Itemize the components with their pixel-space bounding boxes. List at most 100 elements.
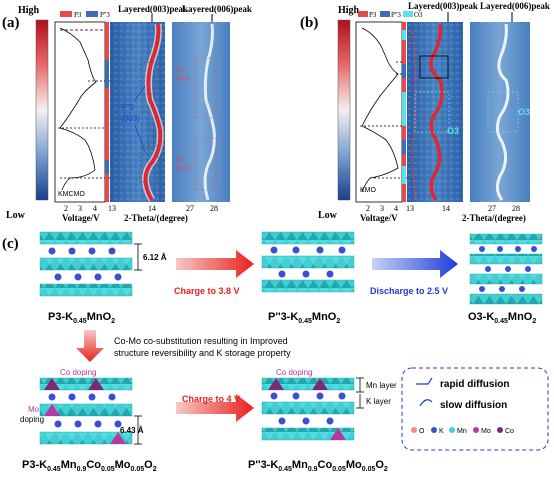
voltage-curve [59,27,97,191]
xrd-003-peak-trace-b [429,23,444,202]
voltage-tick-2: 2 [64,204,68,213]
crystal-doped-pp3 [261,377,355,441]
legend-pp3-b: P''3 [391,11,401,19]
arrow2-label: Discharge to 2.5 V [370,286,448,296]
down-arrow [76,330,104,362]
voltage-axis-label: Voltage/V [62,213,100,223]
theta-tick-13-b: 13 [406,204,414,213]
legend-pp3: P''3 [100,11,110,19]
highlight-box-2 [139,145,159,183]
charge-arrow-2 [176,394,254,422]
phase-stripe-pp3-2 [105,160,109,174]
color-scale-bar [35,19,49,201]
pp3-annot: P''3 [121,103,134,112]
charge-arrow-1 [176,250,254,278]
sample-kmo: KMO [360,187,377,194]
legend-p3-swatch [60,11,72,17]
panel-c: (c) 6.12 Å P3-K0.45MnO2 Charge to 3.8 V [2,231,549,473]
mn-layer-label: Mn layer [366,381,397,390]
o3-label-1: O3 [447,126,459,136]
k-atoms-p3 [48,247,122,281]
theta-tick-13: 13 [108,204,116,213]
legend-pp3-swatch-b [380,11,390,17]
scale-high-label-b: High [338,5,360,16]
p3-annot-1-hkl: (003) [176,76,190,82]
rapid-diffusion-icon [416,377,433,385]
highlight-box-b2 [414,91,450,133]
crystal-p3 [39,231,133,297]
legend-atom-k: K [439,428,444,435]
p3-annot-1: P'3 [176,68,185,74]
p3-annot-2: P'3 [176,158,185,164]
k-atom-icon [431,427,437,433]
sample-kmcmo: KMCMO [58,191,85,198]
mn-atom-icon [449,427,455,433]
highlight-box-b3 [487,91,519,133]
scale-high-label: High [18,5,40,16]
panel-c-label: (c) [2,236,19,252]
legend-atom-co: Co [505,428,514,435]
highlight-box-3 [195,57,217,119]
phase-stripe-pp3-1 [105,60,109,88]
legend-atom-o: O [419,428,425,435]
theta-tick-14-b: 14 [442,204,450,213]
peak-006-label: Layered(006)peak [182,4,252,14]
xrd-003-peak-trace [143,23,163,202]
doping-label: doping [20,415,44,424]
highlight-box-4 [195,137,217,191]
xrd-006-peak-trace [203,23,216,201]
cosub-line-1: Co-Mo co-substitution resulting in Impro… [114,336,288,346]
xrd-006-map [172,22,230,202]
k-atoms-doped-p3 [48,393,122,428]
legend-atom-mn: Mn [457,428,467,435]
mo-atom-icon [473,427,479,433]
struct4-formula: P3-K0.45Mn0.9Co0.05Mo0.05O2 [22,459,157,473]
discharge-arrow [372,250,458,278]
voltage-tick-3-b: 3 [380,204,384,213]
theta-axis-label: 2-Theta/(degree) [124,213,188,223]
pp3-annot-hkl: (003) [121,114,140,123]
xrd-006-peak-trace-b [495,23,510,201]
legend-pp3-swatch [86,11,98,17]
voltage-curve-b [361,27,399,193]
cosub-line-2: structure reversibility and K storage pr… [114,348,291,358]
legend-o3-b: O3 [414,11,423,19]
crystal-pp3 [261,231,355,293]
voltage-profile-box-b [355,21,403,203]
panel-b-label: (b) [300,15,318,31]
o3-label-2: O3 [518,107,530,117]
voltage-tick-4: 4 [93,204,97,213]
scale-low-label: Low [6,210,26,221]
struct3-formula: O3-K0.45MnO2 [468,311,536,325]
theta-axis-label-b: 2-Theta/(degree) [462,213,526,223]
struct2-formula: P''3-K0.45MnO2 [268,311,340,325]
arrow1-label: Charge to 3.8 V [174,286,240,296]
legend-p3-b: P3 [369,11,377,19]
legend-atom-mo: Mo [481,428,491,435]
theta-tick-28-b: 28 [512,204,520,213]
p3-annot-2-hkl: (003) [176,166,190,172]
spacing-bottom: 6.43 Å [120,426,144,435]
voltage-axis-label-b: Voltage/V [360,213,398,223]
panel-a: (a) High Low P3 P''3 Layered(003)peak La… [2,4,252,223]
annot-arrow-2 [134,124,146,153]
k-atoms-o3 [479,246,537,292]
voltage-tick-4-b: 4 [394,204,398,213]
voltage-tick-2-b: 2 [366,204,370,213]
crystal-o3 [469,233,543,305]
xrd-006-map-b [470,22,530,202]
struct1-formula: P3-K0.45MnO2 [48,311,115,325]
theta-tick-28: 28 [210,204,218,213]
co-atom-icon [497,427,503,433]
arrow3-label: Charge to 4 V [182,394,240,404]
diffusion-legend-box [401,367,549,451]
peak-006-label-b: Layered(006)peak [480,1,550,11]
co-doping-label: Co doping [60,368,96,377]
color-scale-bar-b [337,19,351,201]
peak-003-label: Layered(003)peak [118,4,188,14]
phase-stripe-p3 [105,22,109,202]
legend-p3: P3 [74,11,82,19]
spacing-top: 6.12 Å [143,253,167,262]
